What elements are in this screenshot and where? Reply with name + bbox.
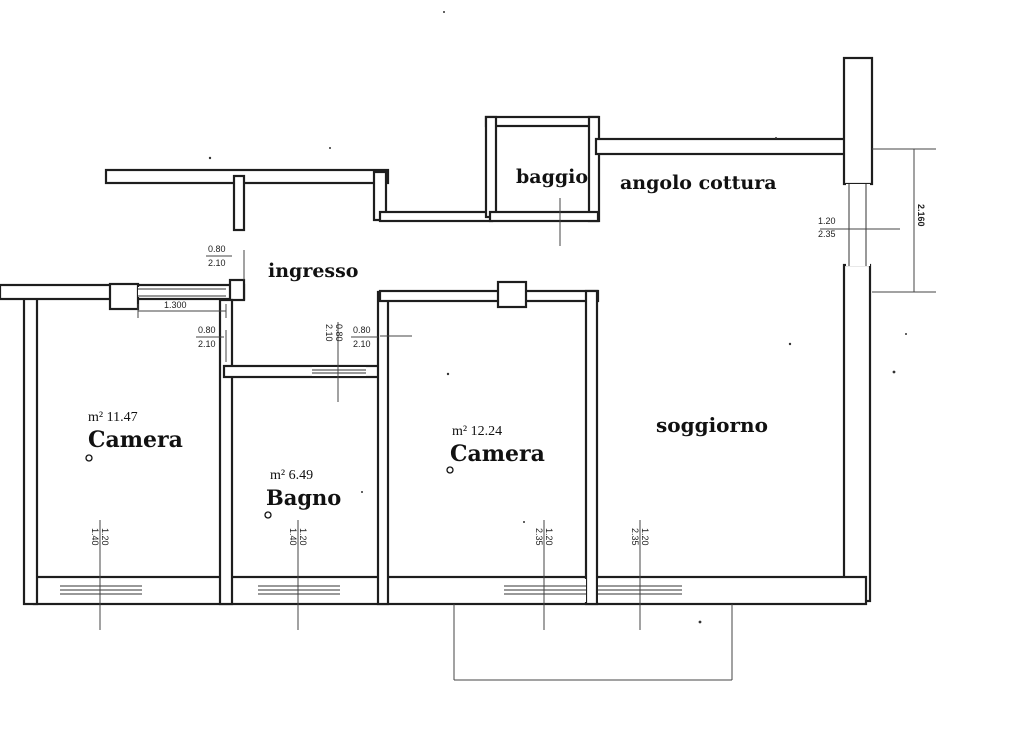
soggiorno-right-h: 2.35 [818,229,836,239]
ingresso-top-w: 0.80 [208,244,226,254]
area-bagno: m² 6.49 [270,468,313,483]
ingresso-top-h: 2.10 [208,258,226,268]
opening-labels: 0.80 2.10 0.80 2.10 0.80 2.10 0.80 2.10 … [90,216,836,546]
win-bagno-w: 1.20 [298,528,308,546]
win-camera2-w: 1.20 [544,528,554,546]
area-camera2: m² 12.24 [452,424,502,439]
win-soggiorno-h: 2.35 [630,528,640,546]
win-bagno-h: 1.40 [288,528,298,546]
right-opening-dim: 2.160 [916,204,926,227]
wall-camera2-top [378,289,600,303]
wall-right-lower [842,263,872,603]
wall-hall-corner [228,278,246,302]
wall-bottom [32,575,868,606]
wall-baggio-top [484,115,600,128]
marker-bagno [264,511,272,519]
label-ingresso: ingresso [268,260,358,282]
win-camera1-h: 1.40 [90,528,100,546]
bagno-door-h: 2.10 [324,324,334,342]
wall-bagno-camera2 [376,290,390,606]
pillar-2 [496,280,528,309]
wall-link [378,210,494,223]
dimension-lines [99,148,936,630]
room-labels: baggio angolo cottura ingresso m² 11.47 … [88,166,777,510]
wall-left [22,289,39,606]
soggiorno-right-w: 1.20 [818,216,836,226]
label-camera2: Camera [450,441,545,467]
wall-hall-stub [232,174,246,232]
door-openings [138,184,870,376]
win-camera1-w: 1.20 [100,528,110,546]
wall-kitchen-top [594,137,858,156]
label-soggiorno: soggiorno [656,413,768,437]
camera2-door-w: 0.80 [353,325,371,335]
wall-baggio-left [484,115,498,219]
dimension-labels: 1.300 2.160 [164,204,926,310]
label-baggio: baggio [516,166,588,188]
room-markers [85,454,454,519]
area-camera1: m² 11.47 [88,410,138,425]
win-soggiorno-w: 1.20 [640,528,650,546]
label-camera1: Camera [88,427,183,453]
bagno-door-w: 0.80 [334,324,344,342]
win-camera2-h: 2.35 [534,528,544,546]
wall-right-column-top [842,56,874,186]
terrace-outline [453,604,733,681]
camera1-door-w: 0.80 [198,325,216,335]
scan-specks [208,11,907,624]
pillar-1 [108,282,140,311]
walls [0,56,874,606]
label-bagno: Bagno [266,485,341,510]
wall-hallway-top [104,168,390,185]
wall-baggio-right [587,115,601,223]
label-angolo-cottura: angolo cottura [620,172,777,194]
wall-baggio-bottom [488,210,600,223]
marker-camera1 [85,454,93,462]
wall-camera2-soggiorno [584,289,599,606]
camera1-door-h: 2.10 [198,339,216,349]
marker-camera2 [446,466,454,474]
corridor-width: 1.300 [164,300,187,310]
camera2-door-h: 2.10 [353,339,371,349]
